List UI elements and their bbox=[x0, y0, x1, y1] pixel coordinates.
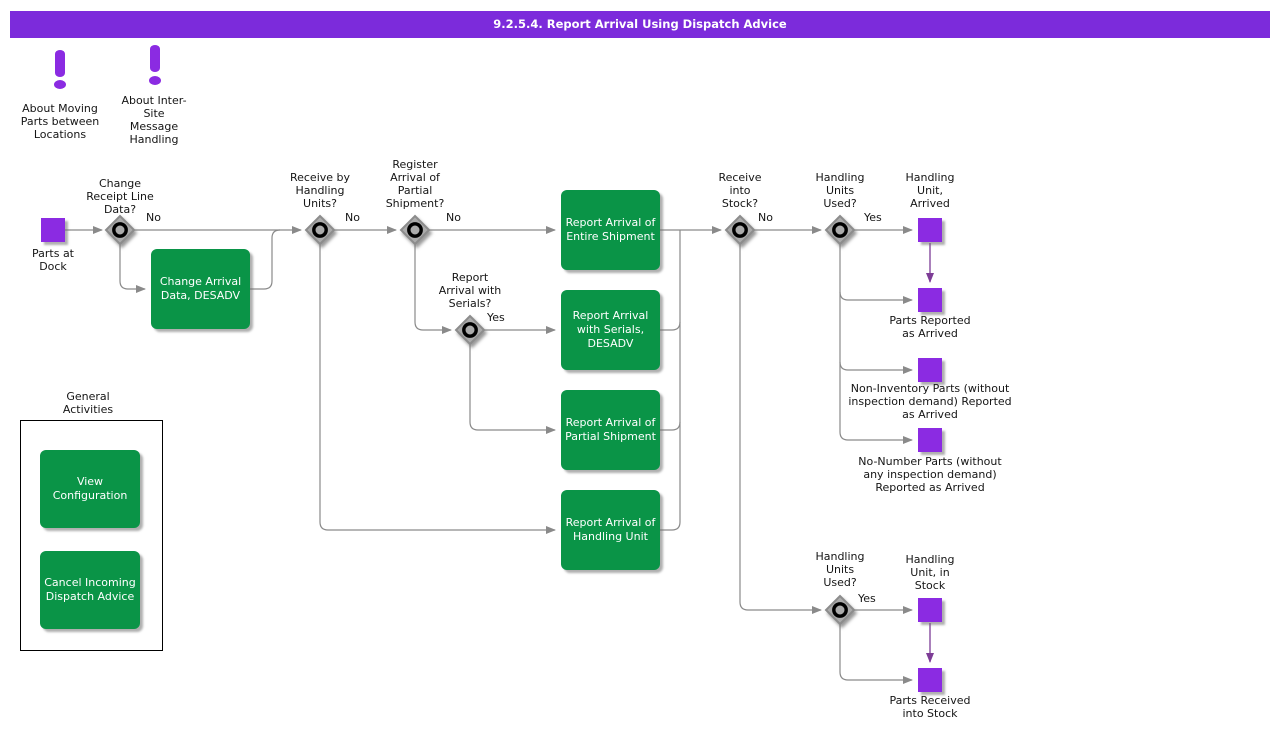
decision-handling-units-used-arrival bbox=[823, 213, 857, 247]
exclamation-icon[interactable] bbox=[150, 45, 160, 72]
general-activities-title: General Activities bbox=[62, 390, 114, 416]
diagram-title: 9.2.5.4. Report Arrival Using Dispatch A… bbox=[10, 11, 1270, 38]
state-parts-reported-as-arrived bbox=[918, 288, 942, 312]
activity-report-arrival-entire-shipment[interactable]: Report Arrival of Entire Shipment bbox=[561, 190, 660, 270]
state-no-number-parts-reported bbox=[918, 428, 942, 452]
decision-receive-by-handling-units bbox=[303, 213, 337, 247]
edge-label-no: No bbox=[146, 211, 161, 224]
state-parts-at-dock bbox=[41, 218, 65, 242]
state-handling-unit-in-stock bbox=[918, 598, 942, 622]
state-label: Handling Unit, in Stock bbox=[905, 553, 955, 592]
activity-view-configuration[interactable]: View Configuration bbox=[40, 450, 140, 528]
edge-label-no: No bbox=[758, 211, 773, 224]
decision-register-arrival-partial-shipment bbox=[398, 213, 432, 247]
exclamation-icon-dot[interactable] bbox=[149, 76, 161, 85]
state-parts-received-into-stock bbox=[918, 668, 942, 692]
exclamation-icon-dot[interactable] bbox=[54, 80, 66, 89]
decision-label: Receive by Handling Units? bbox=[289, 171, 351, 210]
decision-label: Register Arrival of Partial Shipment? bbox=[385, 158, 445, 210]
activity-report-arrival-partial-shipment[interactable]: Report Arrival of Partial Shipment bbox=[561, 390, 660, 470]
edge-label-no: No bbox=[345, 211, 360, 224]
edge-label-no: No bbox=[446, 211, 461, 224]
state-label: Parts Reported as Arrived bbox=[889, 314, 971, 340]
info-link-label[interactable]: About Inter- Site Message Handling bbox=[121, 94, 187, 146]
general-activities-box: View Configuration Cancel Incoming Dispa… bbox=[20, 420, 163, 651]
activity-change-arrival-data-desadv[interactable]: Change Arrival Data, DESADV bbox=[151, 249, 250, 329]
decision-label: Receive into Stock? bbox=[718, 171, 762, 210]
activity-report-arrival-with-serials-desadv[interactable]: Report Arrival with Serials, DESADV bbox=[561, 290, 660, 370]
state-label: No-Number Parts (without any inspection … bbox=[858, 455, 1002, 494]
exclamation-icon[interactable] bbox=[55, 50, 65, 77]
state-label: Parts Received into Stock bbox=[889, 694, 971, 720]
state-label: Handling Unit, Arrived bbox=[905, 171, 955, 210]
edge-label-yes: Yes bbox=[487, 311, 505, 324]
decision-change-receipt-line-data bbox=[103, 213, 137, 247]
state-label: Parts at Dock bbox=[32, 247, 74, 273]
info-link-label[interactable]: About Moving Parts between Locations bbox=[20, 102, 100, 141]
activity-cancel-incoming-dispatch-advice[interactable]: Cancel Incoming Dispatch Advice bbox=[40, 551, 140, 629]
state-handling-unit-arrived bbox=[918, 218, 942, 242]
decision-receive-into-stock bbox=[723, 213, 757, 247]
activity-report-arrival-handling-unit[interactable]: Report Arrival of Handling Unit bbox=[561, 490, 660, 570]
decision-label: Handling Units Used? bbox=[815, 550, 865, 589]
decision-label: Handling Units Used? bbox=[815, 171, 865, 210]
edge-label-yes: Yes bbox=[864, 211, 882, 224]
decision-label: Change Receipt Line Data? bbox=[86, 177, 154, 216]
edge-label-yes: Yes bbox=[858, 592, 876, 605]
decision-handling-units-used-stock bbox=[823, 593, 857, 627]
state-label: Non-Inventory Parts (without inspection … bbox=[848, 382, 1012, 421]
decision-report-arrival-with-serials bbox=[453, 313, 487, 347]
state-non-inventory-parts-reported bbox=[918, 358, 942, 382]
decision-label: Report Arrival with Serials? bbox=[438, 271, 502, 310]
